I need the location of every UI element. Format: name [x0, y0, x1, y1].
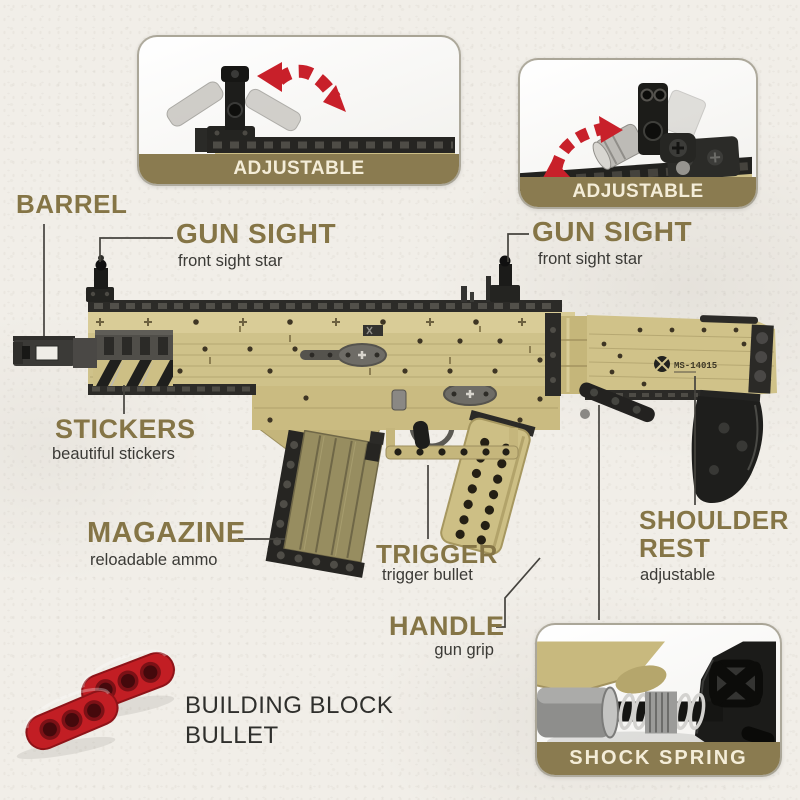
stickers-label: STICKERS — [55, 414, 196, 444]
shoulder-rest-sub: adjustable — [640, 566, 716, 584]
building-block-bullets — [16, 649, 175, 760]
stock-part: MS-14015 — [545, 313, 777, 423]
inset-adjustable-front-sight: ADJUSTABLE — [137, 35, 461, 186]
building-block-bullet-line2: BULLET — [185, 722, 279, 749]
ghost-arm-left — [166, 81, 224, 127]
handle-line — [496, 557, 541, 628]
rear-sight — [461, 255, 520, 302]
sight-cylinder — [592, 123, 646, 170]
under-rail-strip — [88, 384, 256, 395]
stickers-sub: beautiful stickers — [52, 445, 175, 463]
inset-caption-strip: ADJUSTABLE — [520, 177, 756, 207]
stickers-part — [93, 360, 173, 386]
shoulder-rest-label-line1: SHOULDER — [639, 505, 789, 535]
shoulder-rest-part — [691, 389, 764, 504]
magazine-part — [265, 429, 383, 578]
inset-adjustable-rear-sight: ADJUSTABLE — [518, 58, 758, 209]
handle-sub: gun grip — [434, 641, 494, 659]
building-block-bullet-line1: BUILDING BLOCK — [185, 692, 394, 719]
top-rail — [88, 300, 562, 312]
shoulder-rest-label-line2: REST — [639, 533, 711, 563]
ghost-arm-right — [244, 88, 302, 132]
gun-sight-left-line — [99, 237, 173, 262]
magazine-label: MAGAZINE — [87, 517, 246, 549]
trigger-sub: trigger bullet — [382, 566, 473, 584]
trigger-part — [385, 420, 519, 460]
inset-caption-strip: SHOCK SPRING — [537, 742, 780, 775]
handle-label: HANDLE — [389, 611, 505, 641]
gun-sight-left-label: GUN SIGHT — [176, 218, 337, 249]
front-sight — [86, 255, 114, 302]
gun-sight-right-sub: front sight star — [538, 250, 643, 268]
model-marking-text: MS-14015 — [674, 361, 717, 371]
barrel-part — [13, 336, 97, 368]
magazine-sub: reloadable ammo — [90, 551, 218, 569]
rotation-arrow — [257, 62, 346, 112]
barrel-label: BARREL — [16, 189, 128, 219]
trigger-label: TRIGGER — [376, 539, 498, 569]
inset-caption: SHOCK SPRING — [569, 747, 748, 769]
gun-sight-left-sub: front sight star — [178, 252, 283, 270]
inset-caption-strip: ADJUSTABLE — [139, 154, 459, 184]
handguard-part — [95, 330, 173, 362]
inset-caption: ADJUSTABLE — [572, 181, 704, 202]
gun-sight-right-line — [507, 233, 529, 262]
inset-shock-spring: SHOCK SPRING — [535, 623, 782, 777]
gun-sight-right-label: GUN SIGHT — [532, 216, 693, 247]
rear-sight-detail-image — [520, 83, 752, 192]
inset-caption: ADJUSTABLE — [233, 158, 365, 179]
callout-lines — [43, 224, 696, 628]
